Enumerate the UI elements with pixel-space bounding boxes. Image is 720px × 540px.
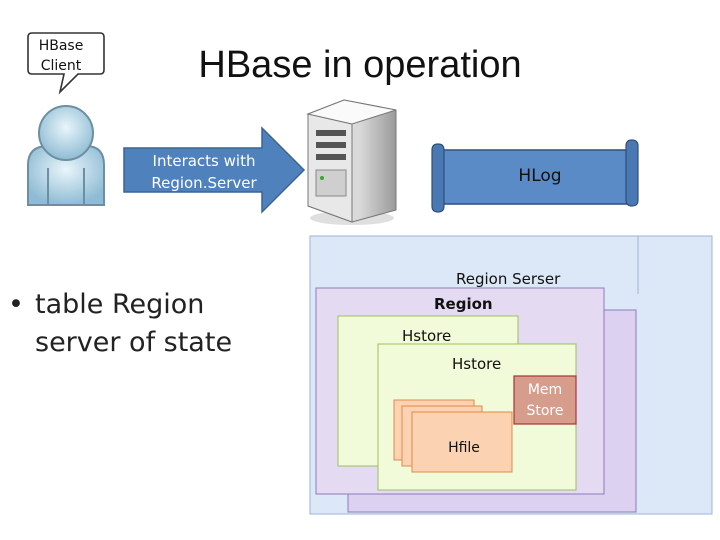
hstore-back-label: Hstore	[402, 327, 452, 345]
arrow-label: Interacts with Region.Server	[124, 150, 284, 194]
hlog-scroll	[431, 139, 639, 213]
memstore-label-line1: Mem	[527, 382, 563, 398]
hstore-front-label: Hstore	[452, 355, 502, 373]
user-icon	[27, 105, 105, 206]
arrow-label-line1: Interacts with	[152, 152, 256, 170]
speech-bubble	[27, 32, 105, 95]
client-bubble-label: HBase Client	[22, 36, 100, 76]
bullet-list: • table Region server of state	[8, 286, 298, 362]
bullet-dot-icon: •	[8, 289, 24, 320]
page-title: HBase in operation	[198, 44, 522, 86]
server-icon	[306, 99, 397, 225]
client-bubble-line2: Client	[40, 58, 82, 74]
bullet-item: table Region server of state	[35, 289, 233, 358]
interacts-arrow	[123, 126, 306, 214]
arrow-label-line2: Region.Server	[151, 174, 257, 192]
client-bubble-line1: HBase	[38, 38, 84, 54]
memstore-label: Mem Store	[516, 380, 574, 422]
memstore-label-line2: Store	[526, 403, 564, 419]
memstore-box	[513, 375, 577, 425]
hfile-label: Hfile	[448, 440, 480, 456]
region-label: Region	[434, 295, 493, 313]
region-server-label: Region Serser	[456, 270, 561, 288]
hfile-card-1	[411, 411, 513, 473]
hlog-label: HLog	[518, 166, 562, 186]
